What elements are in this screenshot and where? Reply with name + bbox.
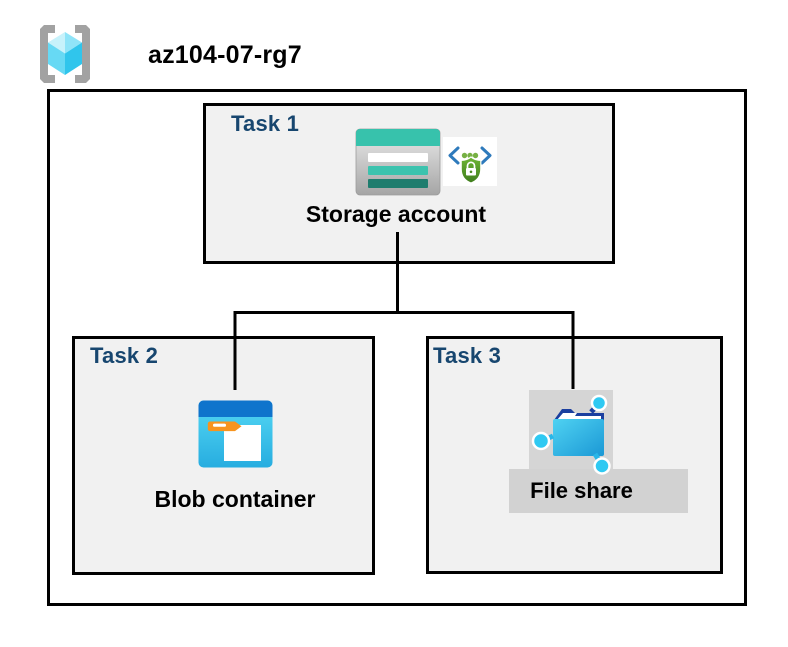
resource-group-icon xyxy=(40,25,90,83)
file-share-icon xyxy=(529,390,613,475)
secure-endpoint-icon xyxy=(443,137,497,186)
file-share-label: File share xyxy=(530,478,633,503)
file-share-label-highlight: File share xyxy=(509,469,688,513)
task3-box: Task 3 File share xyxy=(426,336,723,574)
storage-account-label: Storage account xyxy=(305,201,487,227)
task1-label: Task 1 xyxy=(231,111,300,136)
resource-group-name: az104-07-rg7 xyxy=(148,41,302,69)
blob-container-label: Blob container xyxy=(154,486,316,512)
task2-label: Task 2 xyxy=(90,343,159,368)
task3-label: Task 3 xyxy=(433,343,502,368)
blob-container-icon xyxy=(198,400,273,468)
task1-box: Task 1 xyxy=(203,103,615,264)
storage-account-icon xyxy=(355,128,441,196)
task2-box: Task 2 Blob container xyxy=(72,336,375,575)
